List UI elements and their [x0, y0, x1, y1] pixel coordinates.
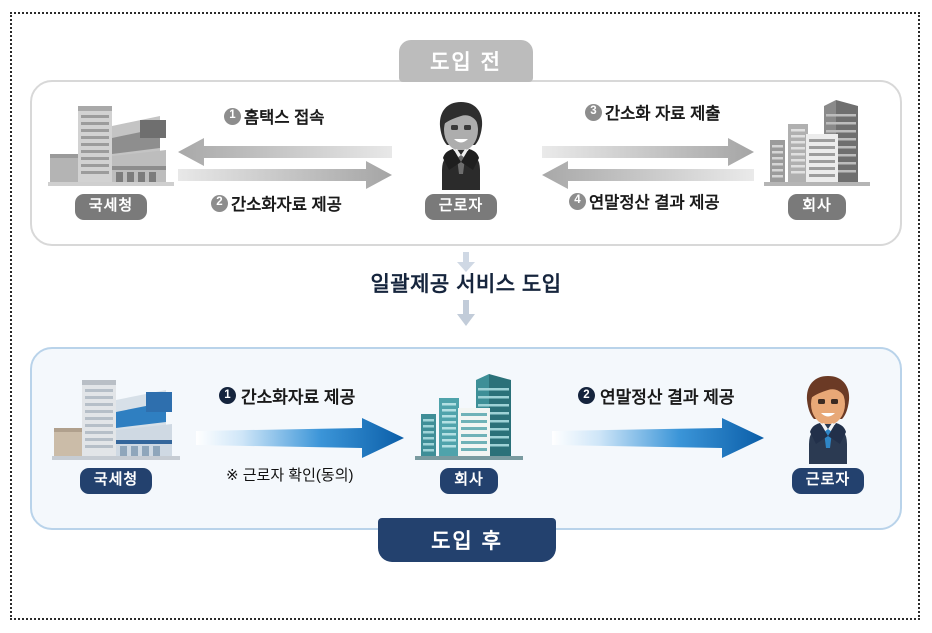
- flow-label-text: 간소화자료 제공: [231, 196, 342, 214]
- after-section-title: 도입 후: [378, 518, 556, 562]
- flow-number-badge: 1: [224, 107, 241, 125]
- before-node-worker: 근로자: [411, 92, 511, 220]
- before-arrow-left-upper: [178, 138, 392, 166]
- flow-label-text: 홈택스 접속: [244, 109, 325, 127]
- before-flow-4-label: 4 연말정산 결과 제공: [569, 189, 720, 213]
- before-node-nts: 국세청: [48, 92, 174, 220]
- flow-number-badge: 3: [585, 103, 602, 121]
- before-flow-3-label: 3 간소화 자료 제출: [585, 100, 720, 124]
- worker-avatar-icon: [411, 92, 511, 190]
- node-label-worker: 근로자: [791, 468, 865, 494]
- flow-label-text: 연말정산 결과 제공: [589, 194, 720, 212]
- flow-number-badge: 2: [578, 387, 595, 404]
- before-flow-1-label: 1 홈택스 접속: [224, 104, 324, 128]
- after-arrow-blue-1: [196, 418, 404, 458]
- worker-avatar-icon: [778, 366, 878, 464]
- before-arrow-right-upper: [542, 138, 754, 166]
- before-arrow-left-lower: [542, 161, 754, 189]
- before-flow-2-label: 2 간소화자료 제공: [211, 191, 342, 215]
- after-flow-2-label: 2 연말정산 결과 제공: [578, 383, 735, 408]
- after-flow-1-label: 1 간소화자료 제공: [219, 383, 355, 408]
- flow-number-badge: 1: [219, 387, 236, 404]
- after-flow-1-note: ※ 근로자 확인(동의): [226, 467, 354, 484]
- company-buildings-icon: [413, 368, 525, 464]
- before-arrow-right-lower: [178, 161, 392, 189]
- tax-office-building-icon: [48, 92, 174, 190]
- flow-label-text: 간소화자료 제공: [241, 388, 356, 407]
- node-label-nts: 국세청: [74, 194, 148, 220]
- transition-caption: 일괄제공 서비스 도입: [370, 273, 562, 296]
- transition-arrow-down-icon: [457, 300, 475, 326]
- after-node-worker: 근로자: [778, 366, 878, 494]
- tax-office-building-icon: [52, 368, 180, 464]
- after-node-company: 회사: [413, 368, 525, 494]
- after-node-nts: 국세청: [52, 368, 180, 494]
- node-label-worker: 근로자: [424, 194, 498, 220]
- company-buildings-icon: [762, 92, 872, 190]
- node-label-company: 회사: [788, 194, 846, 220]
- node-label-company: 회사: [440, 468, 498, 494]
- after-arrow-blue-2: [552, 418, 764, 458]
- before-node-company: 회사: [762, 92, 872, 220]
- flow-label-text: 간소화 자료 제출: [605, 105, 721, 123]
- transition-arrow-up-icon: [457, 252, 475, 272]
- before-section-title: 도입 전: [399, 40, 533, 82]
- flow-label-text: 연말정산 결과 제공: [600, 388, 735, 407]
- flow-number-badge: 2: [211, 194, 228, 212]
- node-label-nts: 국세청: [79, 468, 153, 494]
- flow-number-badge: 4: [569, 192, 586, 210]
